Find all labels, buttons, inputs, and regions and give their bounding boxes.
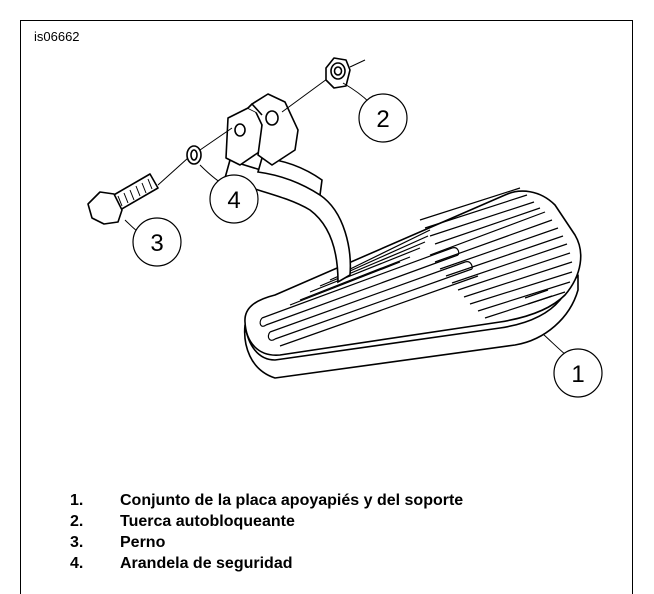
figure-frame	[20, 20, 633, 594]
legend-item: 2. Tuerca autobloqueante	[70, 511, 463, 532]
legend-item-number: 4.	[70, 555, 84, 572]
plate-ribs	[259, 187, 573, 347]
figure-id: is06662	[34, 29, 80, 44]
callout-3: 3	[132, 217, 182, 267]
callout-4: 4	[209, 174, 259, 224]
callout-3-number: 3	[150, 230, 163, 257]
support-arm	[224, 157, 352, 284]
legend-item: 1. Conjunto de la placa apoyapiés y del …	[70, 490, 463, 511]
callout-1: 1	[553, 348, 603, 398]
legend-item-label: Arandela de seguridad	[120, 555, 293, 572]
callout-1-number: 1	[571, 361, 584, 388]
parts-legend: 1. Conjunto de la placa apoyapiés y del …	[70, 490, 463, 574]
legend-item-number: 3.	[70, 534, 84, 551]
legend-item: 4. Arandela de seguridad	[70, 553, 463, 574]
callout-2-number: 2	[376, 106, 389, 133]
bolt	[87, 173, 159, 225]
legend-item-label: Conjunto de la placa apoyapiés y del sop…	[120, 492, 464, 509]
clevis-bracket	[225, 93, 299, 166]
lock-washer	[186, 145, 202, 165]
legend-item-label: Perno	[120, 534, 166, 551]
callout-4-number: 4	[227, 187, 240, 214]
legend-item-number: 2.	[70, 513, 84, 530]
legend-item-label: Tuerca autobloqueante	[120, 513, 295, 530]
legend-item-number: 1.	[70, 492, 84, 509]
self-locking-nut	[325, 57, 351, 89]
legend-item: 3. Perno	[70, 532, 463, 553]
assembly-axis-lines	[157, 59, 366, 186]
callout-2: 2	[358, 93, 408, 143]
